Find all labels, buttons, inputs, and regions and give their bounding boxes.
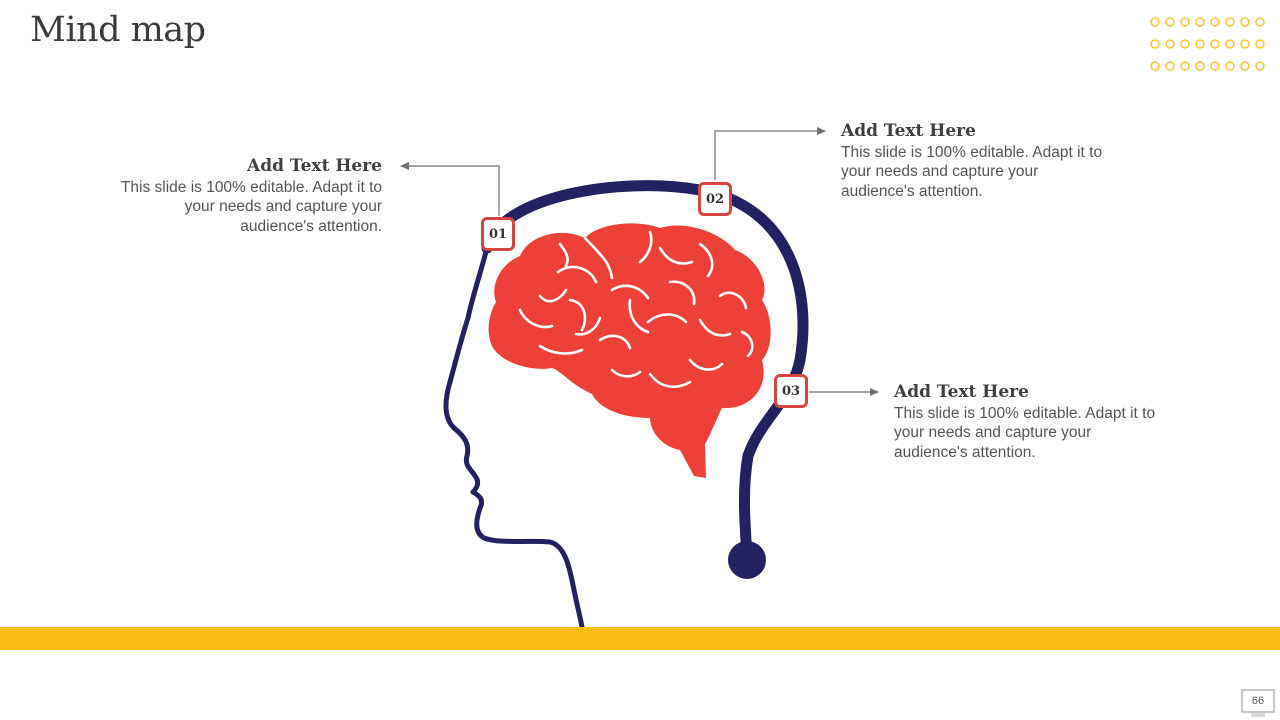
- node-text-02: Add Text Here This slide is 100% editabl…: [841, 120, 1111, 201]
- page-number: 66: [1241, 689, 1275, 713]
- dot-grid-decoration: [1146, 12, 1270, 78]
- node-heading-02: Add Text Here: [841, 121, 976, 141]
- page-number-stand: [1251, 713, 1265, 717]
- node-badge-03: 03: [774, 374, 808, 408]
- dot-grid-svg: [1150, 17, 1265, 71]
- node-body-01: This slide is 100% editable. Adapt it to…: [120, 179, 382, 235]
- node-badge-02: 02: [698, 182, 732, 216]
- head-profile-line: [443, 245, 585, 630]
- node-body-02: This slide is 100% editable. Adapt it to…: [841, 144, 1103, 200]
- head-back-arc: [481, 180, 809, 562]
- footer-accent-bar: [0, 627, 1280, 650]
- connector-01: [400, 162, 500, 216]
- head-base-dot: [728, 541, 766, 579]
- brain-icon: [488, 223, 771, 478]
- node-text-03: Add Text Here This slide is 100% editabl…: [894, 381, 1164, 462]
- node-heading-01: Add Text Here: [247, 156, 382, 176]
- node-text-01: Add Text Here This slide is 100% editabl…: [112, 155, 382, 236]
- slide-title: Mind map: [30, 10, 206, 50]
- node-badge-01: 01: [481, 217, 515, 251]
- node-heading-03: Add Text Here: [894, 382, 1029, 402]
- connector-02: [714, 127, 826, 180]
- node-body-03: This slide is 100% editable. Adapt it to…: [894, 405, 1156, 461]
